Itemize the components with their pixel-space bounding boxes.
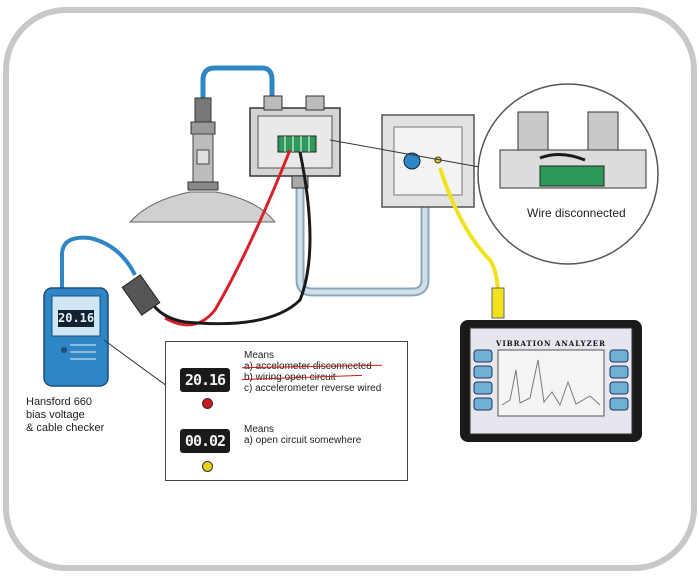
- means-title-2: Means: [244, 424, 275, 435]
- means-pointer: [103, 339, 176, 393]
- wire-disconnected-label: Wire disconnected: [527, 206, 626, 220]
- black-test-lead: [148, 151, 312, 326]
- means-item-2a: a) open circuit somewhere: [244, 435, 362, 446]
- meter-display: 20.16: [58, 310, 95, 327]
- red-led-icon: [202, 398, 213, 409]
- magnifier-pointer: [329, 139, 486, 169]
- means-title-1: Means: [244, 350, 275, 361]
- lcd-reading-2: 00.02: [180, 429, 230, 453]
- hansford-label: Hansford 660 bias voltage & cable checke…: [26, 396, 136, 435]
- switch-box-icon: [381, 114, 475, 208]
- hansford-label-line2: bias voltage: [26, 409, 85, 421]
- means-item-1c: c) accelerometer reverse wired: [244, 383, 382, 394]
- hansford-label-line3: & cable checker: [26, 422, 105, 434]
- lcd-reading-2-text: 00.02: [184, 432, 226, 450]
- accelerometer-icon: [128, 97, 277, 223]
- yellow-led-icon: [202, 461, 213, 472]
- bias-meter-icon: [43, 287, 109, 387]
- lcd-reading-1: 20.16: [180, 368, 230, 392]
- lcd-reading-1-text: 20.16: [184, 371, 226, 389]
- means-box: 20.16 Means a) accelometer disconnected …: [165, 341, 408, 481]
- vibration-analyzer-icon: [460, 320, 642, 442]
- junction-box-icon: [249, 95, 341, 189]
- accelerometer-cable: [200, 65, 275, 100]
- meter-cable: [60, 235, 137, 288]
- hansford-label-line1: Hansford 660: [26, 396, 93, 408]
- red-test-lead: [164, 149, 292, 327]
- magnifier-inset-icon: [477, 83, 659, 265]
- analyzer-title: VIBRATION ANALYZER: [496, 339, 606, 348]
